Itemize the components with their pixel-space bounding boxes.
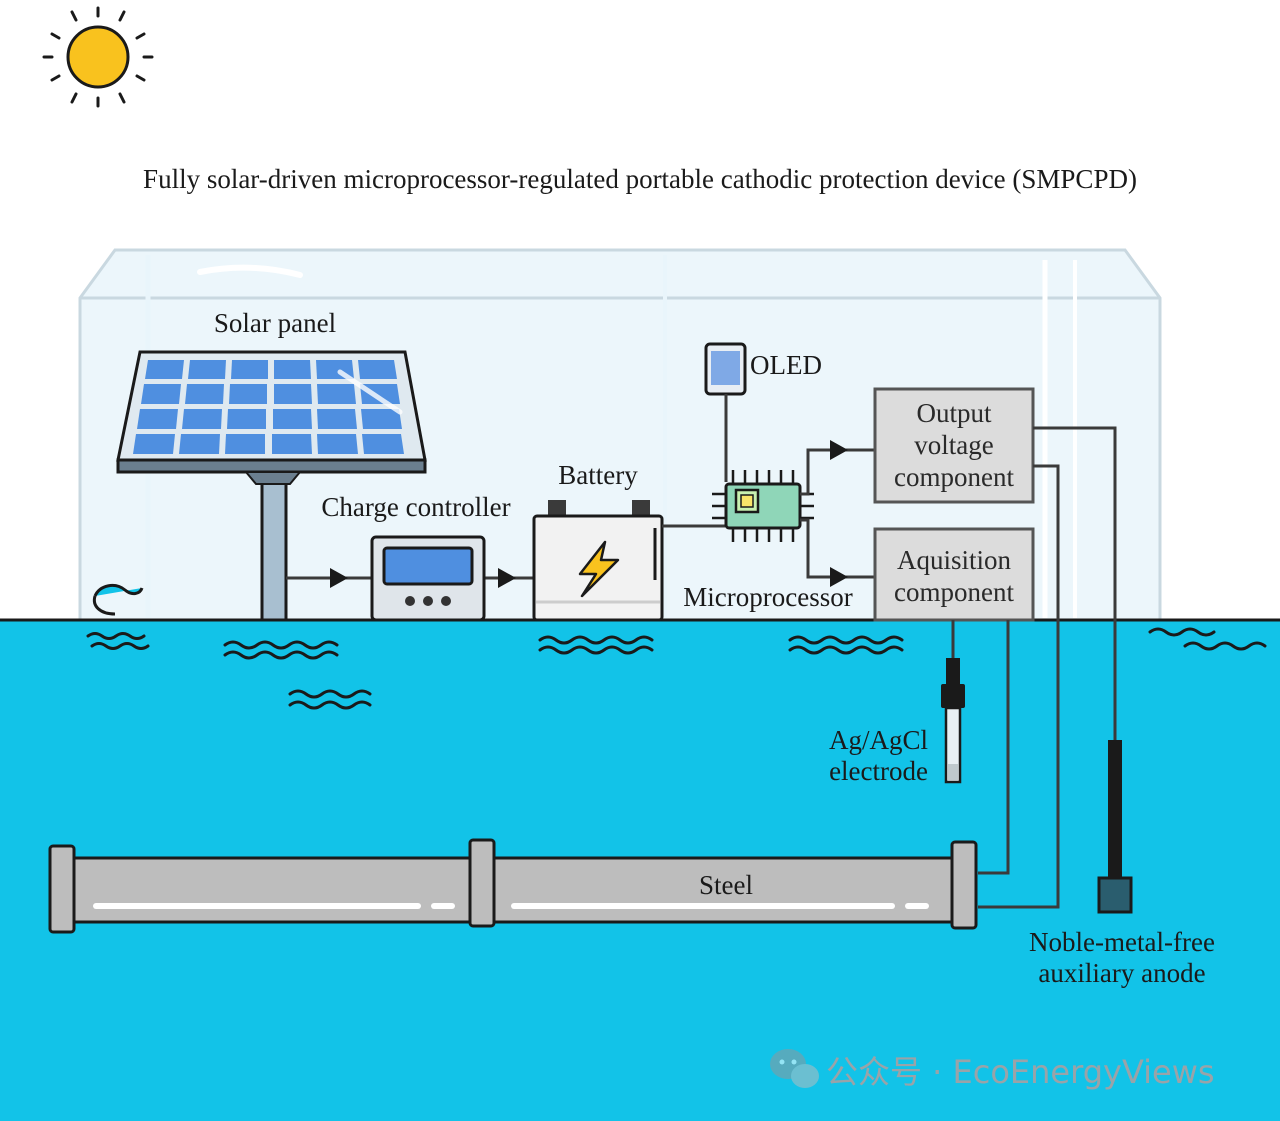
wire-chip-output (800, 440, 875, 496)
acquisition-label-line1: Aquisition (897, 545, 1012, 575)
output-voltage-component (873, 387, 1035, 504)
microprocessor-label: Microprocessor (683, 582, 852, 612)
microprocessor-chip (712, 470, 814, 542)
wechat-icon (770, 1049, 819, 1088)
wire-output-anode (1033, 426, 1117, 740)
agagcl-electrode (941, 658, 965, 784)
charge-controller (370, 535, 486, 622)
anode-label-line1: Noble-metal-free (1029, 927, 1215, 957)
output-voltage-label-line3: component (894, 462, 1014, 492)
steel-label: Steel (699, 870, 753, 900)
battery-label: Battery (558, 460, 638, 490)
wire-acquisition-steel (978, 620, 1010, 875)
steel-pipe (48, 838, 978, 934)
wire-controller-battery (484, 568, 534, 588)
electrode-label-line1: Ag/AgCl (829, 725, 928, 755)
wire-panel-controller (286, 568, 372, 588)
wire-chip-acquisition (800, 518, 875, 587)
water-ripples (86, 627, 1267, 710)
acquisition-label-line2: component (894, 577, 1014, 607)
acquisition-component (873, 527, 1035, 622)
anode-label-line2: auxiliary anode (1038, 958, 1205, 988)
output-voltage-label-line1: Output (916, 398, 992, 428)
electrode-label-line2: electrode (829, 756, 928, 786)
auxiliary-anode (1097, 740, 1133, 914)
battery (532, 500, 664, 622)
wire-output-steel (978, 464, 1060, 909)
solar-panel (116, 350, 427, 622)
diagram-title: Fully solar-driven microprocessor-regula… (143, 164, 1137, 194)
oled-display (704, 342, 747, 482)
output-voltage-label-line2: voltage (914, 430, 993, 460)
oled-label: OLED (750, 350, 822, 380)
charge-controller-label: Charge controller (321, 492, 510, 522)
watermark-text: 公众号 · EcoEnergyViews (826, 1053, 1215, 1091)
wave-icon (92, 583, 144, 616)
sun-icon (42, 6, 154, 108)
lightning-icon (578, 540, 620, 598)
solar-panel-label: Solar panel (214, 308, 336, 338)
